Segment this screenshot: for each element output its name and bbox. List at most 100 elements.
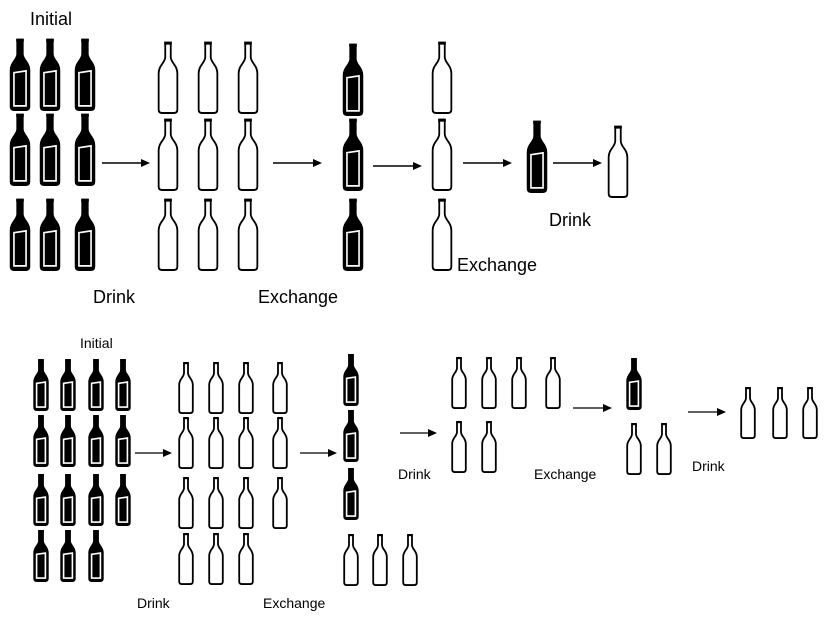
empty-milk-bottle xyxy=(178,417,194,469)
arrow xyxy=(135,449,172,457)
milk-level xyxy=(35,437,47,464)
bottle-cap xyxy=(348,468,354,471)
milk-level xyxy=(346,74,360,112)
bottom-exchange-label-2: Exchange xyxy=(534,466,596,482)
milk-level xyxy=(78,69,92,107)
bottle-body xyxy=(272,417,288,469)
empty-milk-bottle xyxy=(511,357,527,409)
bottle-cap xyxy=(183,362,189,365)
bottle-body xyxy=(178,533,194,585)
bottle-body xyxy=(772,387,788,439)
bottle-body xyxy=(238,477,254,529)
empty-milk-bottle xyxy=(157,41,179,114)
empty-milk-bottle xyxy=(802,387,818,439)
full-milk-bottle xyxy=(39,198,61,271)
bottle-body xyxy=(626,423,642,475)
arrow-head xyxy=(603,404,612,412)
bottle-body xyxy=(237,42,259,114)
empty-milk-bottle xyxy=(272,477,288,529)
bottle-body xyxy=(481,421,497,473)
bottle-cap xyxy=(456,357,462,360)
empty-milk-bottle xyxy=(238,362,254,414)
bottle-cap xyxy=(65,530,71,533)
bottle-cap xyxy=(349,43,357,47)
bottle-cap xyxy=(631,423,637,426)
empty-milk-bottle xyxy=(431,41,453,114)
bottle-body xyxy=(451,357,467,409)
empty-milk-bottle xyxy=(481,357,497,409)
milk-level xyxy=(43,69,57,107)
bottle-cap xyxy=(438,198,446,202)
full-milk-bottle xyxy=(626,358,642,410)
bottle-body xyxy=(802,387,818,439)
bottle-cap xyxy=(213,533,219,536)
arrow xyxy=(553,159,602,167)
full-milk-bottle xyxy=(74,38,96,111)
milk-level xyxy=(628,380,640,407)
bottle-cap xyxy=(46,198,54,202)
empty-milk-bottle xyxy=(157,118,179,191)
empty-milk-bottle xyxy=(481,421,497,473)
empty-milk-bottle xyxy=(402,534,418,586)
bottle-cap xyxy=(81,198,89,202)
bottle-cap xyxy=(244,198,252,202)
arrow xyxy=(688,408,726,416)
bottle-cap xyxy=(807,387,813,390)
empty-milk-bottle xyxy=(197,118,219,191)
bottle-cap xyxy=(93,530,99,533)
bottle-body xyxy=(402,534,418,586)
empty-milk-bottle xyxy=(772,387,788,439)
bottle-body xyxy=(607,126,629,198)
bottle-cap xyxy=(661,423,667,426)
bottle-cap xyxy=(348,410,354,413)
full-milk-bottle xyxy=(33,530,49,582)
milk-level xyxy=(117,437,129,464)
arrow xyxy=(300,449,337,457)
milk-level xyxy=(345,376,357,403)
full-milk-bottle xyxy=(115,415,131,467)
bottle-cap xyxy=(204,118,212,122)
empty-milk-bottle xyxy=(626,423,642,475)
bottle-body xyxy=(238,533,254,585)
bottle-cap xyxy=(213,362,219,365)
empty-milk-bottle xyxy=(545,357,561,409)
bottle-cap xyxy=(486,421,492,424)
bottle-body xyxy=(481,357,497,409)
arrow xyxy=(573,404,612,412)
empty-milk-bottle xyxy=(238,417,254,469)
bottle-body xyxy=(197,199,219,271)
milk-level xyxy=(346,149,360,187)
milk-level xyxy=(62,552,74,579)
bottle-body xyxy=(178,362,194,414)
arrow-head xyxy=(163,449,172,457)
full-milk-bottle xyxy=(74,113,96,186)
full-milk-bottle xyxy=(342,198,364,271)
arrow xyxy=(102,159,150,167)
arrow-head xyxy=(593,159,602,167)
empty-milk-bottle xyxy=(208,477,224,529)
milk-level xyxy=(346,229,360,267)
bottle-cap xyxy=(65,474,71,477)
bottle-cap xyxy=(16,38,24,42)
full-milk-bottle xyxy=(9,113,31,186)
bottle-body xyxy=(208,417,224,469)
top-exchange-label-2: Exchange xyxy=(457,255,537,275)
bottle-cap xyxy=(38,359,44,362)
bottle-cap xyxy=(533,120,541,124)
bottle-cap xyxy=(277,362,283,365)
milk-level xyxy=(78,144,92,182)
empty-milk-bottle xyxy=(343,534,359,586)
bottle-cap xyxy=(243,362,249,365)
empty-milk-bottle xyxy=(178,362,194,414)
full-milk-bottle xyxy=(74,198,96,271)
bottle-cap xyxy=(438,118,446,122)
empty-milk-bottle xyxy=(178,477,194,529)
bottle-cap xyxy=(183,533,189,536)
milk-level xyxy=(13,69,27,107)
bottle-cap xyxy=(120,474,126,477)
empty-milk-bottle xyxy=(451,357,467,409)
bottle-body xyxy=(272,477,288,529)
bottles-layer xyxy=(9,38,818,586)
full-milk-bottle xyxy=(343,410,359,462)
